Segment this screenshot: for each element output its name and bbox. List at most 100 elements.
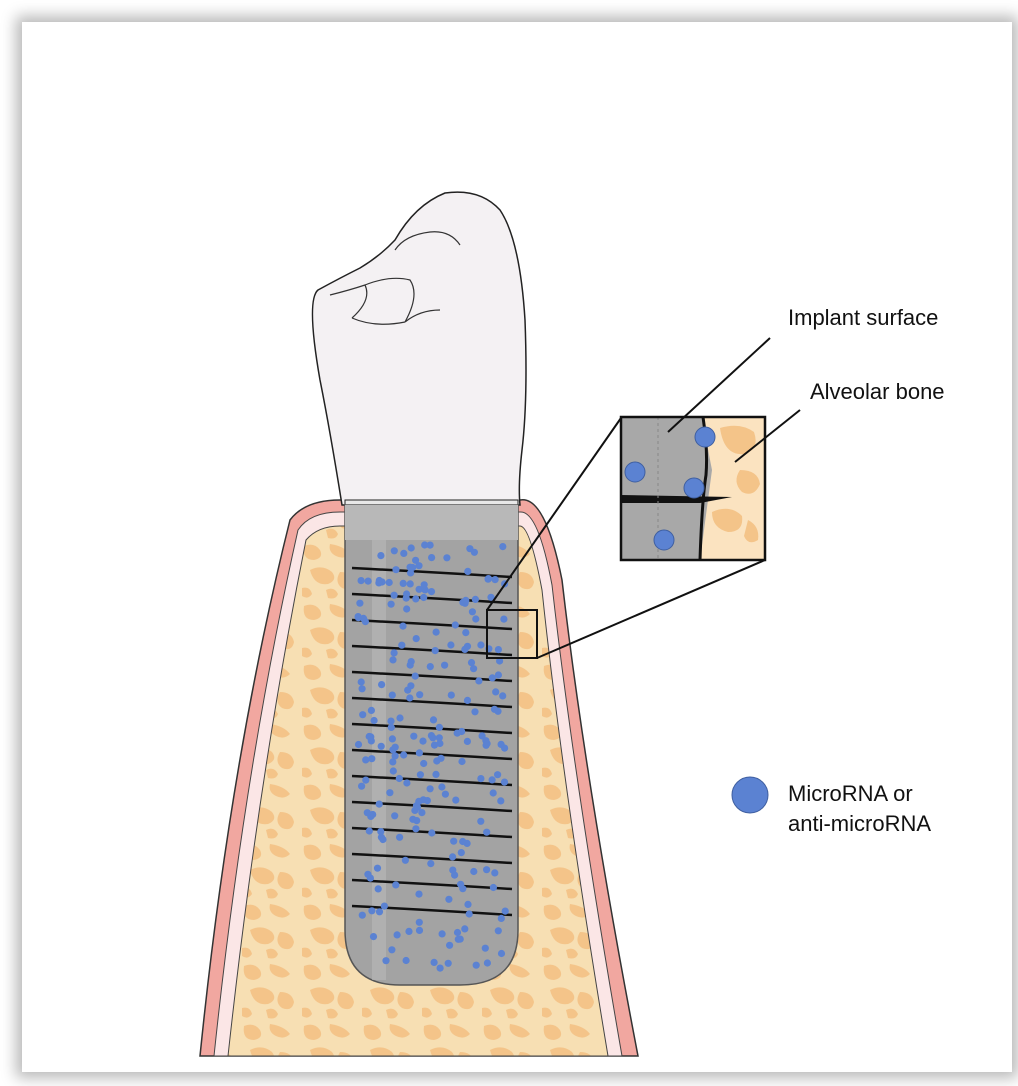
- microrna-dot: [441, 662, 448, 669]
- microrna-dot: [438, 783, 445, 790]
- microrna-dot: [364, 809, 371, 816]
- microrna-dot: [413, 635, 420, 642]
- microrna-dot: [428, 829, 435, 836]
- microrna-dot: [491, 869, 498, 876]
- microrna-dot: [379, 836, 386, 843]
- microrna-dot: [454, 929, 461, 936]
- microrna-dot: [428, 588, 435, 595]
- microrna-dot: [371, 717, 378, 724]
- microrna-dot: [389, 656, 396, 663]
- microrna-dot: [427, 860, 434, 867]
- microrna-dot: [406, 694, 413, 701]
- magnified-inset: [621, 417, 765, 560]
- microrna-dot: [388, 601, 395, 608]
- microrna-dot: [378, 681, 385, 688]
- microrna-dot: [386, 789, 393, 796]
- microrna-dot: [428, 732, 435, 739]
- microrna-dot: [403, 605, 410, 612]
- microrna-dot: [492, 688, 499, 695]
- microrna-dot: [427, 785, 434, 792]
- microrna-dot: [449, 867, 456, 874]
- implant-surface-label: Implant surface: [788, 304, 938, 332]
- microrna-dot: [405, 928, 412, 935]
- microrna-dot: [470, 665, 477, 672]
- microrna-dot: [419, 738, 426, 745]
- microrna-dot: [381, 903, 388, 910]
- microrna-dot: [439, 930, 446, 937]
- microrna-dot: [404, 687, 411, 694]
- microrna-dot: [376, 908, 383, 915]
- microrna-dot: [407, 564, 414, 571]
- microrna-dot: [392, 752, 399, 759]
- microrna-dot: [495, 927, 502, 934]
- microrna-dot: [416, 927, 423, 934]
- microrna-dot: [458, 758, 465, 765]
- microrna-dot: [375, 885, 382, 892]
- microrna-dot: [392, 881, 399, 888]
- microrna-dot: [394, 931, 401, 938]
- microrna-dot: [415, 891, 422, 898]
- microrna-dot: [499, 543, 506, 550]
- microrna-dot: [358, 783, 365, 790]
- microrna-dot: [391, 649, 398, 656]
- microrna-dot: [396, 714, 403, 721]
- microrna-dot: [391, 812, 398, 819]
- microrna-dot: [368, 707, 375, 714]
- microrna-dot: [407, 580, 414, 587]
- microrna-dot: [464, 568, 471, 575]
- microrna-dot: [387, 718, 394, 725]
- microrna-dot: [499, 692, 506, 699]
- microrna-dot: [396, 775, 403, 782]
- microrna-dot: [495, 671, 502, 678]
- microrna-dot: [466, 910, 473, 917]
- microrna-dot: [382, 957, 389, 964]
- microrna-dot: [501, 779, 508, 786]
- microrna-dot: [433, 757, 440, 764]
- microrna-dot: [391, 547, 398, 554]
- microrna-dot: [431, 959, 438, 966]
- microrna-dot: [498, 950, 505, 957]
- microrna-dot: [485, 575, 492, 582]
- microrna-dot: [452, 621, 459, 628]
- microrna-dot: [377, 552, 384, 559]
- microrna-dot: [432, 771, 439, 778]
- microrna-dot: [413, 817, 420, 824]
- microrna-dot-icon: [732, 777, 768, 813]
- microrna-dot: [391, 592, 398, 599]
- microrna-dot: [370, 933, 377, 940]
- microrna-dot: [491, 706, 498, 713]
- microrna-dot: [402, 857, 409, 864]
- microrna-dot: [436, 724, 443, 731]
- microrna-dot: [498, 915, 505, 922]
- microrna-dot: [355, 741, 362, 748]
- microrna-dot: [418, 809, 425, 816]
- microrna-dot: [432, 647, 439, 654]
- microrna-dot: [388, 724, 395, 731]
- microrna-dot: [359, 711, 366, 718]
- microrna-dot: [411, 807, 418, 814]
- microrna-dot: [412, 673, 419, 680]
- microrna-dot: [412, 595, 419, 602]
- microrna-dot: [445, 960, 452, 967]
- microrna-dot: [500, 616, 507, 623]
- microrna-dot: [489, 674, 496, 681]
- microrna-dot: [477, 818, 484, 825]
- microrna-dot: [492, 576, 499, 583]
- microrna-dot: [427, 663, 434, 670]
- microrna-dot: [420, 760, 427, 767]
- microrna-dot: [365, 578, 372, 585]
- microrna-dot: [359, 685, 366, 692]
- microrna-dot: [431, 742, 438, 749]
- microrna-dot: [477, 775, 484, 782]
- microrna-dot: [416, 749, 423, 756]
- microrna-dot: [450, 838, 457, 845]
- microrna-dot: [494, 771, 501, 778]
- microrna-dot: [362, 756, 369, 763]
- microrna-dot: [464, 901, 471, 908]
- microrna-dot: [367, 733, 374, 740]
- microrna-dot: [459, 838, 466, 845]
- microrna-dot: [442, 791, 449, 798]
- microrna-dot: [489, 776, 496, 783]
- microrna-dot: [362, 777, 369, 784]
